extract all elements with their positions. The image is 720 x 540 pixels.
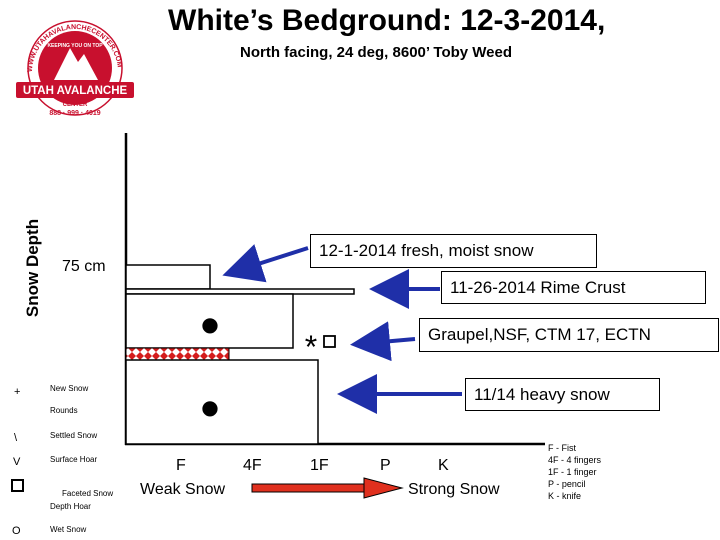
- logo-sub: CENTER: [63, 102, 88, 108]
- logo-name: UTAH AVALANCHE: [23, 85, 128, 97]
- callout-fresh-moist-snow: 12-1-2014 fresh, moist snow: [310, 234, 597, 268]
- arrow-to-graupel: [350, 321, 416, 362]
- weak-strong-arrow-head: [363, 477, 404, 499]
- legend-surface-hoar-label: Surface Hoar: [50, 455, 98, 464]
- hardness-key-item: 1F - 1 finger: [548, 467, 597, 477]
- legend-rounds-label: Rounds: [50, 406, 78, 415]
- page-title: White’s Bedground: 12-3-2014,: [168, 4, 606, 37]
- layer-fresh-moist-snow: [125, 264, 211, 290]
- hardness-label-f: F: [176, 457, 186, 474]
- callout-rime-crust: 11-26-2014 Rime Crust: [441, 271, 706, 304]
- callout-graupel: Graupel,NSF, CTM 17, ECTN: [419, 318, 719, 352]
- legend-settled-snow-symbol: \: [14, 432, 18, 444]
- callout-heavy-snow: 11/14 heavy snow: [465, 378, 660, 411]
- hardness-label-4f: 4F: [243, 457, 262, 474]
- legend-new-snow-symbol: +: [14, 386, 21, 398]
- legend-surface-hoar-symbol: V: [13, 456, 21, 468]
- strong-snow-label: Strong Snow: [408, 481, 500, 498]
- hardness-key-item: 4F - 4 fingers: [548, 455, 602, 465]
- facet-square-symbol: [323, 335, 336, 348]
- hardness-label-1f: 1F: [310, 457, 329, 474]
- hardness-key: F - Fist 4F - 4 fingers 1F - 1 finger P …: [548, 442, 601, 502]
- utah-avalanche-center-logo: WWW.UTAHAVALANCHECENTER.COM KEEPING YOU …: [16, 20, 134, 117]
- rounds-symbol-upper: ●: [201, 312, 218, 336]
- arrow-to-fresh-snow: [222, 244, 309, 283]
- legend-new-snow-label: New Snow: [50, 384, 89, 393]
- legend-wet-snow-label: Wet Snow: [50, 525, 87, 534]
- legend-wet-snow-symbol: O: [12, 525, 21, 537]
- weak-snow-label: Weak Snow: [140, 481, 226, 498]
- depth-marker-label: 75 cm: [62, 258, 106, 275]
- hardness-key-item: P - pencil: [548, 479, 586, 489]
- page-subtitle: North facing, 24 deg, 8600’ Toby Weed: [240, 44, 513, 61]
- layer-heavy-snow: [125, 359, 319, 445]
- logo-banner-text: KEEPING YOU ON TOP: [47, 43, 103, 49]
- weak-strong-arrow-shaft: [251, 483, 367, 493]
- legend-settled-snow-label: Settled Snow: [50, 431, 98, 440]
- legend-faceted-square-icon: [11, 479, 24, 492]
- graupel-asterisk-symbol: *: [305, 329, 317, 365]
- hardness-label-k: K: [438, 457, 449, 474]
- layer-upper-rounds: [125, 293, 294, 349]
- hardness-key-item: K - knife: [548, 491, 582, 501]
- logo-phone: 888 · 999 · 4019: [49, 110, 100, 117]
- hardness-key-item: F - Fist: [548, 443, 576, 453]
- legend-faceted-snow-label: Faceted Snow: [62, 489, 114, 498]
- layer-graupel-crust: [125, 347, 230, 361]
- hardness-label-p: P: [380, 457, 391, 474]
- legend-depth-hoar-label: Depth Hoar: [50, 502, 91, 511]
- rounds-symbol-lower: ●: [201, 395, 218, 419]
